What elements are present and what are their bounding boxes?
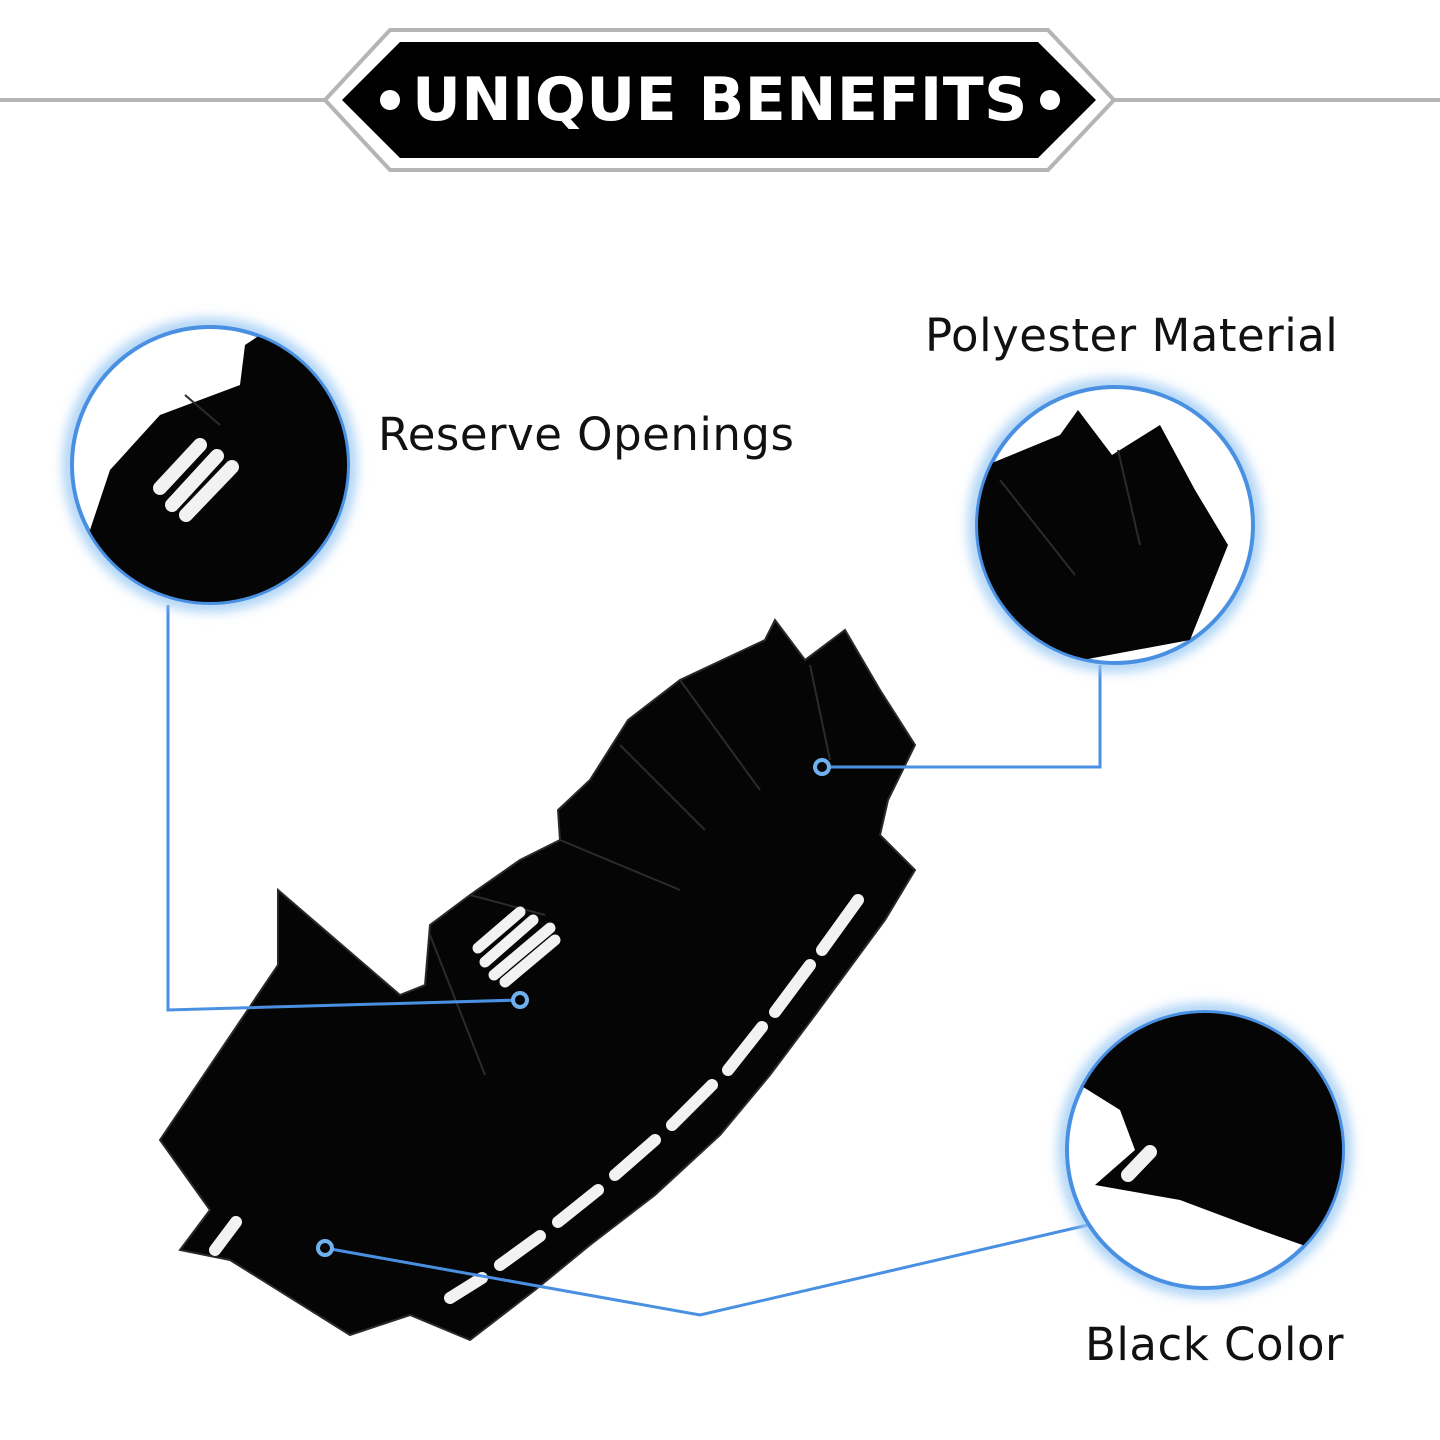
zoom-circle-reserve <box>64 319 356 611</box>
connector-reserve <box>166 605 521 1012</box>
mat-creases <box>429 664 831 1076</box>
zoom-circle-black <box>1059 1004 1351 1296</box>
bullet-dot-icon <box>380 90 401 110</box>
mat-vent-openings <box>472 906 561 988</box>
banner-shape <box>342 42 1096 158</box>
callout-label-reserve-openings: Reserve Openings <box>378 408 795 461</box>
anchor-dot-reserve <box>511 991 529 1009</box>
callout-label-polyester-material: Polyester Material <box>925 309 1339 362</box>
connector-polyester <box>822 665 1102 769</box>
anchor-dot-black <box>316 1239 334 1257</box>
banner-title: UNIQUE BENEFITS <box>360 62 1080 138</box>
zoom-circle-polyester <box>969 379 1261 671</box>
anchor-dot-polyester <box>813 758 831 776</box>
banner-title-text: UNIQUE BENEFITS <box>412 65 1028 135</box>
callout-label-black-color: Black Color <box>1085 1318 1345 1371</box>
callout-connectors <box>166 605 1102 1317</box>
dashboard-mat <box>158 618 917 1342</box>
connector-black <box>324 1223 1089 1317</box>
bullet-dot-icon <box>1039 90 1060 110</box>
mat-dashed-cutout <box>209 894 864 1304</box>
callout-anchor-dots <box>316 758 831 1257</box>
